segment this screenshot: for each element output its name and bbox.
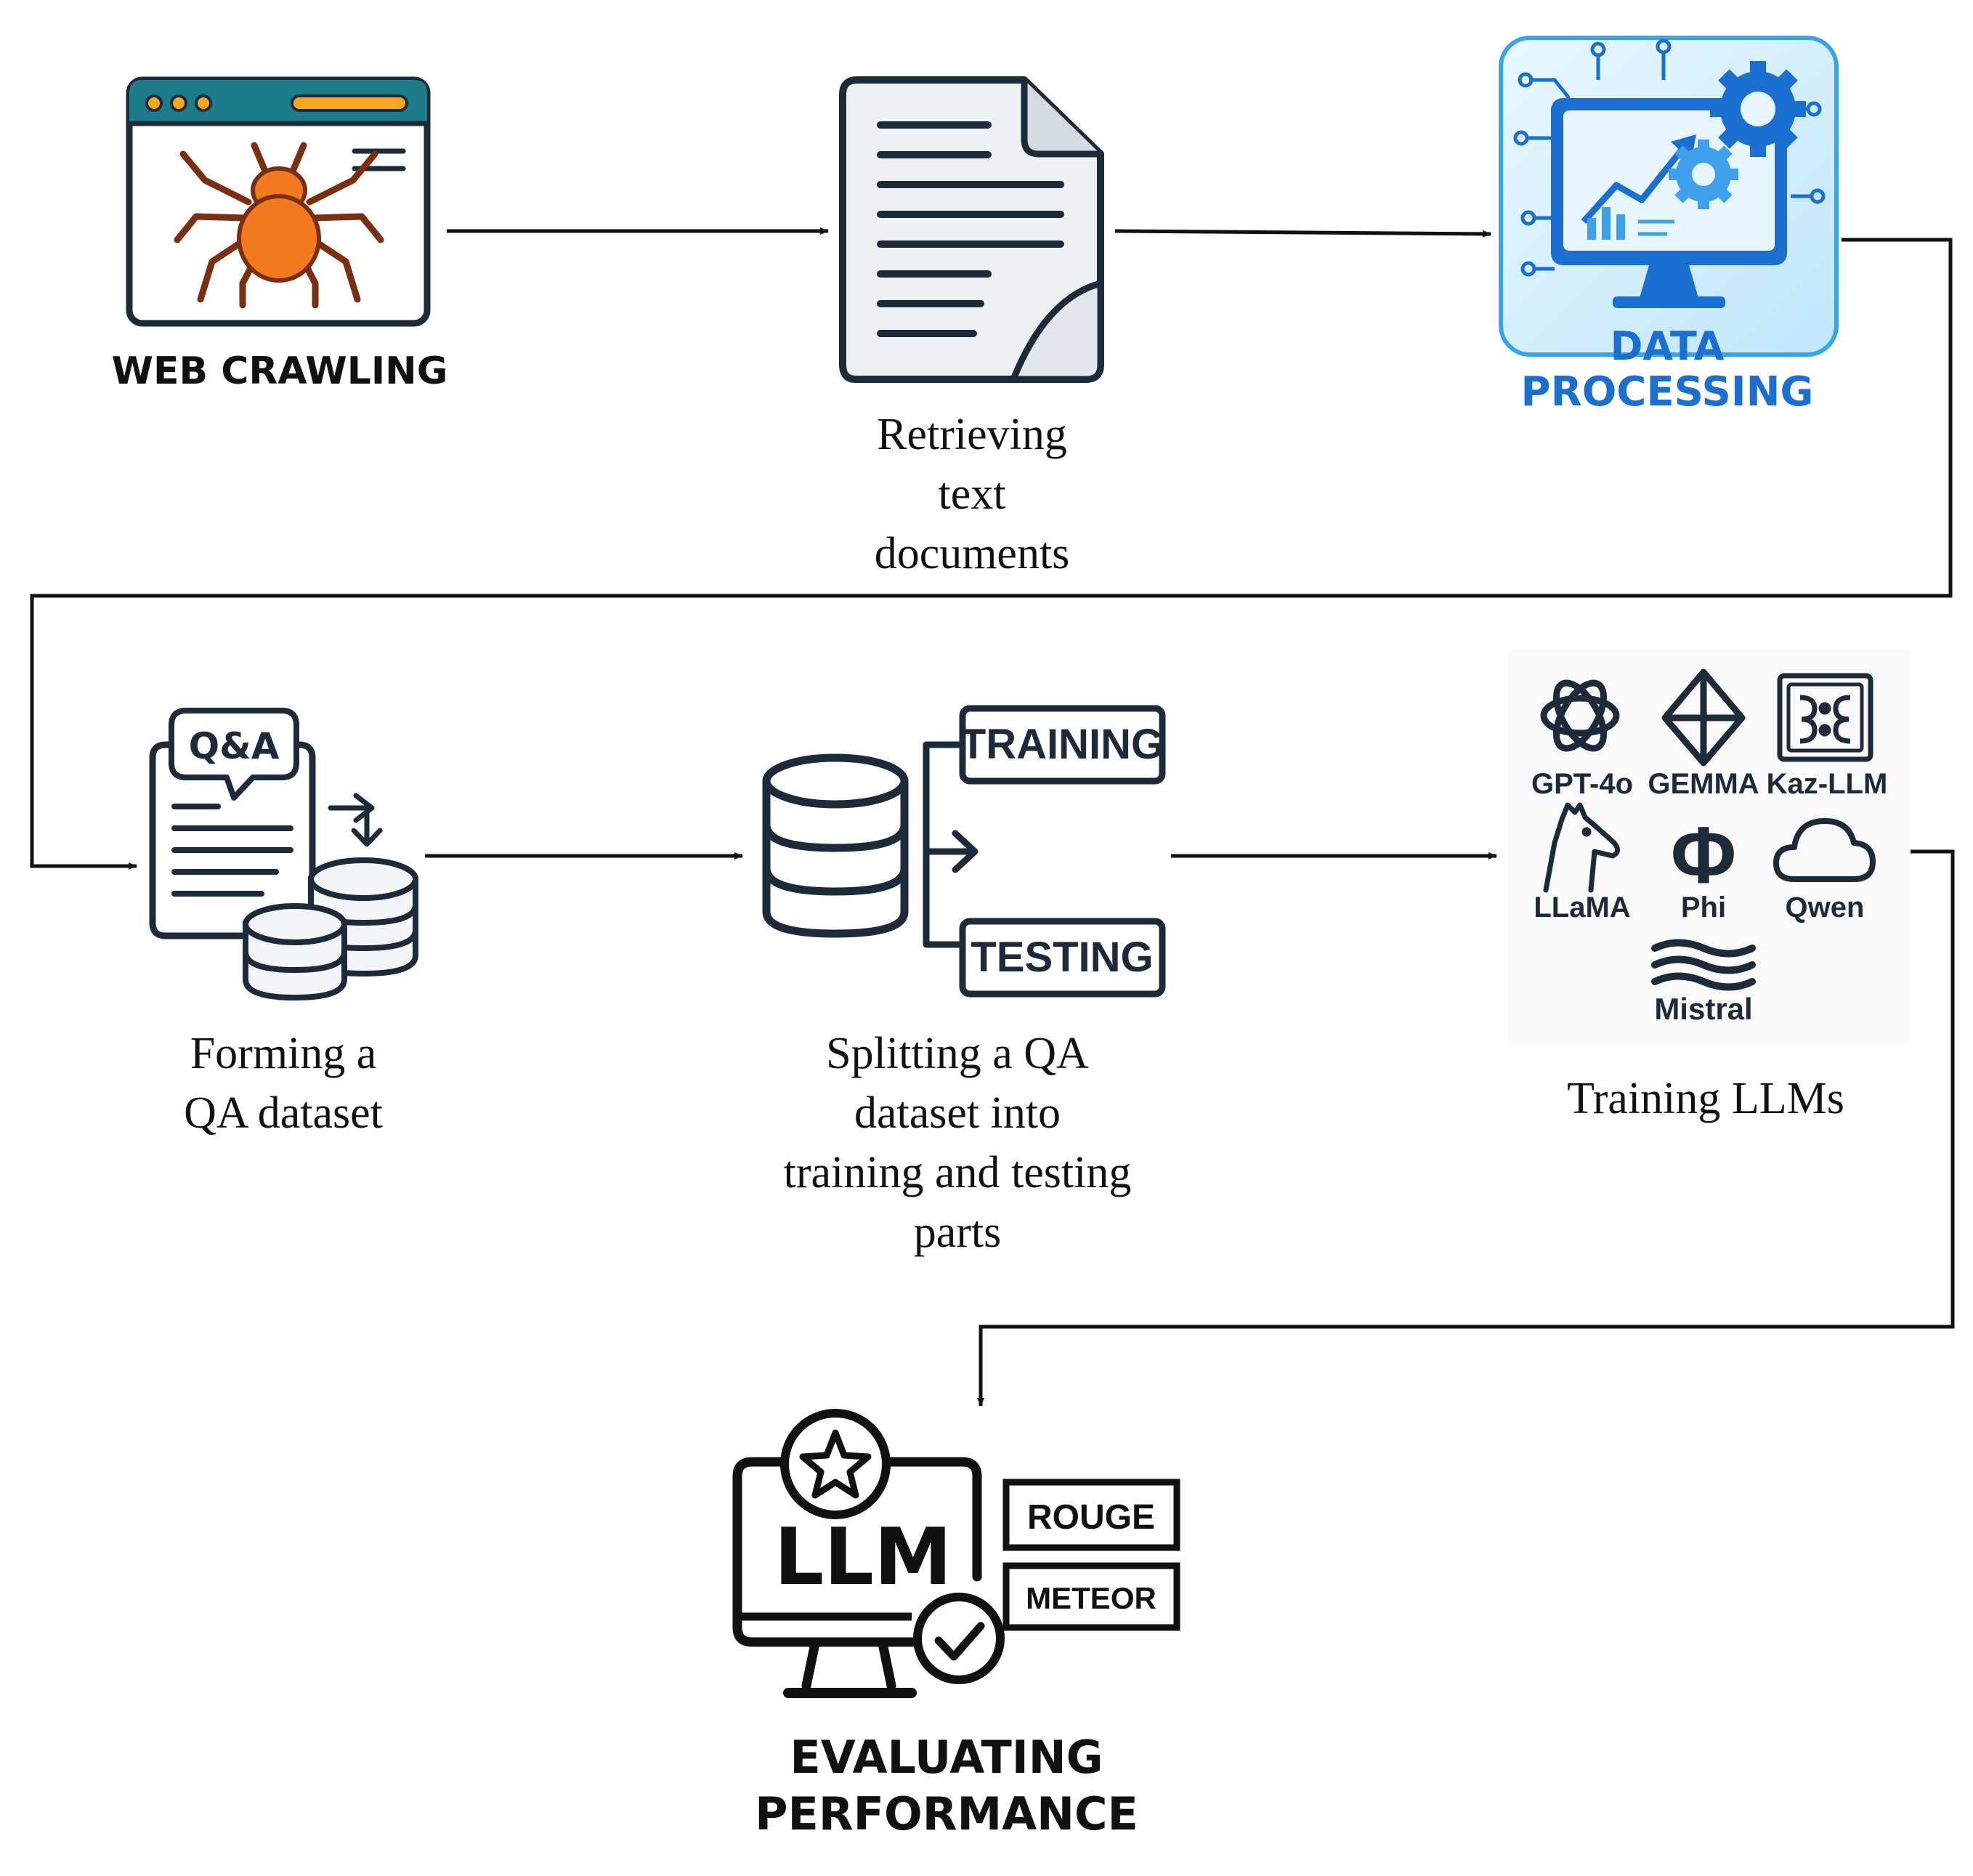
splitting-label-line1: Splitting a QA <box>826 1029 1089 1078</box>
gear-icon <box>1669 61 1806 209</box>
data-processing-icon <box>1499 36 1839 357</box>
splitting-label-line3: training and testing <box>784 1148 1132 1197</box>
model-gpt4o-label: GPT-4o <box>1531 768 1633 800</box>
model-kazllm-label: Kaz-LLM <box>1767 768 1888 800</box>
model-phi-label: Phi <box>1681 891 1726 923</box>
training-llms-caption: Training LLMs <box>1567 1074 1844 1123</box>
qwen-cloud-icon <box>1773 818 1876 882</box>
data-processing-label-line1: DATA <box>1611 323 1725 369</box>
evaluating-node: LLM ROUGE METEOR EVALUATING PERFORMANCE <box>732 1409 1180 1840</box>
evaluating-label-line2: PERFORMANCE <box>755 1787 1138 1840</box>
star-icon <box>780 1409 891 1519</box>
database-split-icon: TRAINING TESTING <box>762 705 1166 998</box>
qa-dataset-icon: Q&A <box>149 708 418 1001</box>
model-qwen-label: Qwen <box>1786 891 1865 923</box>
forming-label-line2: QA dataset <box>184 1088 383 1138</box>
splitting-label-line4: parts <box>914 1208 1002 1257</box>
splitting-node: TRAINING TESTING Splitting a QA dataset … <box>762 705 1166 1257</box>
web-crawling-node: WEB CRAWLING <box>112 76 448 393</box>
spider-icon <box>126 76 431 327</box>
data-processing-label-line2: PROCESSING <box>1521 368 1814 416</box>
retrieving-label-line2: text <box>939 469 1006 519</box>
forming-node: Q&A Forming a QA dataset <box>149 708 418 1138</box>
forming-label-line1: Forming a <box>190 1029 377 1078</box>
model-gemma-label: GEMMA <box>1648 768 1759 800</box>
retrieving-label-line3: documents <box>875 529 1070 578</box>
qa-icon-text: Q&A <box>189 725 280 767</box>
evaluating-label-line1: EVALUATING <box>790 1731 1103 1784</box>
arrow-retrieve-to-processing <box>1114 229 1491 238</box>
llama-icon <box>1543 802 1620 893</box>
web-crawling-label: WEB CRAWLING <box>112 349 448 393</box>
kaz-llm-icon <box>1777 673 1873 762</box>
data-processing-node: DATA PROCESSING <box>1499 36 1839 416</box>
gemma-icon <box>1661 668 1746 767</box>
phi-icon: Φ <box>1671 811 1736 900</box>
model-llama-label: LLaMA <box>1534 891 1630 923</box>
metric-meteor-label: METEOR <box>1026 1581 1156 1615</box>
mistral-icon <box>1651 939 1756 991</box>
metric-rouge-label: ROUGE <box>1027 1498 1155 1537</box>
arrow-training-to-evaluating <box>977 849 1955 1407</box>
llm-monitor-icon: LLM <box>732 1409 1005 1698</box>
splitting-label-line2: dataset into <box>854 1088 1061 1138</box>
retrieving-label-line1: Retrieving <box>877 410 1067 459</box>
arrow-processing-to-forming <box>30 238 1953 870</box>
training-box-label: TRAINING <box>960 721 1164 768</box>
model-mistral-label: Mistral <box>1654 992 1752 1026</box>
document-icon <box>839 76 1104 383</box>
checkmark-icon <box>913 1593 1005 1684</box>
testing-box-label: TESTING <box>971 934 1153 981</box>
connectors <box>30 227 1955 1407</box>
training-llms-node: GPT-4o GEMMA Kaz-LLM LLaMA Φ Phi Q <box>1507 650 1911 1123</box>
retrieving-node: Retrieving text documents <box>839 76 1104 578</box>
llm-monitor-text: LLM <box>774 1512 952 1603</box>
